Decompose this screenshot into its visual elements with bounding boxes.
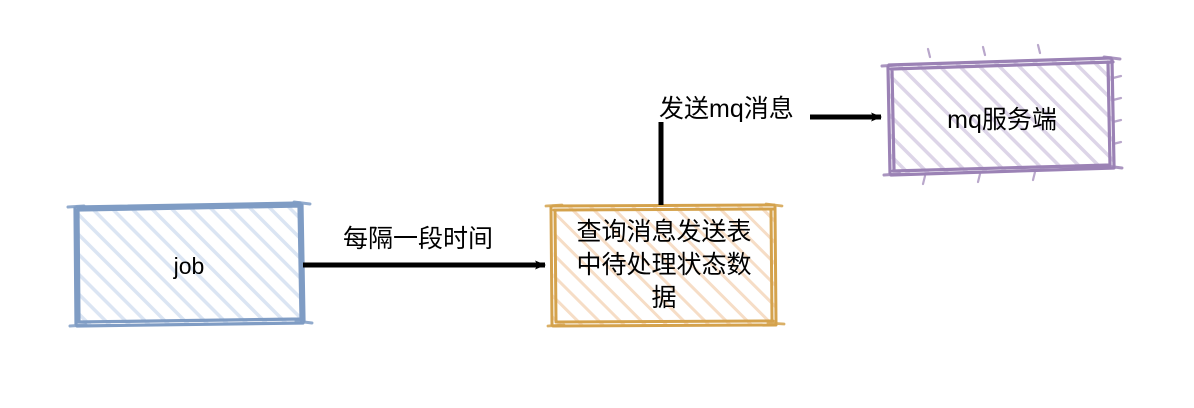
node-job-outline-overshoot: [66, 200, 314, 328]
node-job[interactable]: [66, 200, 314, 328]
node-mq-edge-ticks: [921, 43, 1123, 186]
node-mq-fill: [890, 59, 1114, 174]
edge-query-to-mq[interactable]: [658, 112, 882, 205]
node-mq-server[interactable]: [880, 43, 1124, 186]
node-mq-outline-overshoot: [880, 55, 1124, 177]
node-mq-outline: [886, 56, 1116, 177]
node-query-pending[interactable]: [544, 202, 786, 328]
node-query-outline-overshoot: [544, 202, 786, 328]
node-job-fill: [76, 204, 303, 325]
node-query-outline: [549, 203, 778, 328]
node-query-fill: [553, 206, 775, 325]
